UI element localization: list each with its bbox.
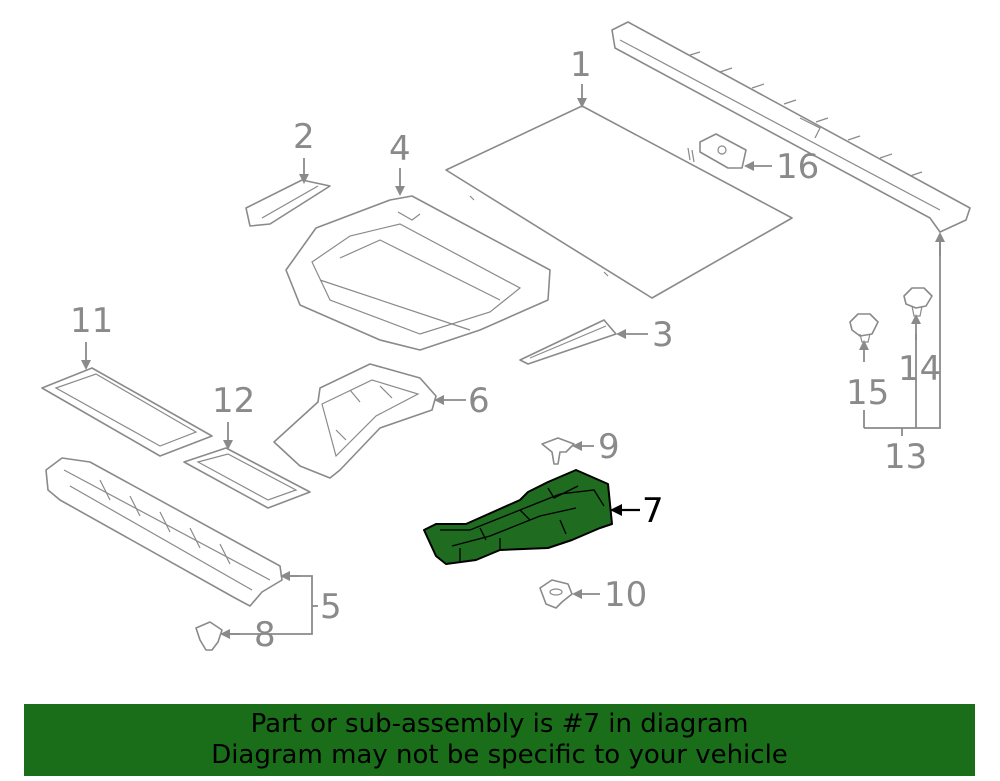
- part-16-clip: [699, 133, 747, 169]
- callout-14: 14: [898, 349, 941, 389]
- part-3-side-trim: [519, 319, 617, 365]
- callout-5: 5: [320, 587, 342, 627]
- callout-12: 12: [212, 381, 255, 421]
- callout-1: 1: [570, 45, 592, 85]
- part-2-trim-cover: [245, 179, 331, 227]
- banner-line-2: Diagram may not be specific to your vehi…: [211, 740, 788, 770]
- part-11-floor-panel: [41, 367, 213, 457]
- info-banner: Part or sub-assembly is #7 in diagram Di…: [24, 704, 975, 776]
- callout-13: 13: [884, 437, 927, 477]
- part-14-push-clip: [903, 287, 933, 317]
- callout-6: 6: [468, 381, 490, 421]
- callout-15: 15: [846, 373, 889, 413]
- callout-9: 9: [598, 427, 620, 467]
- callout-10: 10: [604, 575, 647, 615]
- callout-3: 3: [652, 315, 674, 355]
- callout-11: 11: [70, 301, 113, 341]
- callout-4: 4: [389, 129, 411, 169]
- part-6-support-bracket: [273, 363, 437, 479]
- part-9-clip: [541, 437, 575, 465]
- callout-16: 16: [776, 147, 819, 187]
- parts-diagram: 1 2 3 4 5 6 7 8 9 10 11 12 13 14 15 16: [41, 21, 971, 655]
- part-4-storage-tray: [285, 195, 551, 351]
- part-13-rear-trim-panel: [611, 21, 971, 233]
- part-7-highlighted-bracket: [423, 469, 613, 565]
- part-15-push-clip: [849, 313, 879, 343]
- part-12-floor-panel: [183, 447, 311, 509]
- leader-13-bracket: [864, 238, 941, 429]
- part-1-cargo-floor-board: [445, 105, 793, 299]
- part-8-clip: [195, 621, 223, 651]
- callout-8: 8: [254, 615, 276, 655]
- part-10-grommet: [539, 579, 573, 609]
- banner-line-1: Part or sub-assembly is #7 in diagram: [250, 709, 749, 739]
- part-5-rail: [45, 457, 283, 607]
- callout-7: 7: [642, 491, 664, 531]
- callout-2: 2: [293, 117, 315, 157]
